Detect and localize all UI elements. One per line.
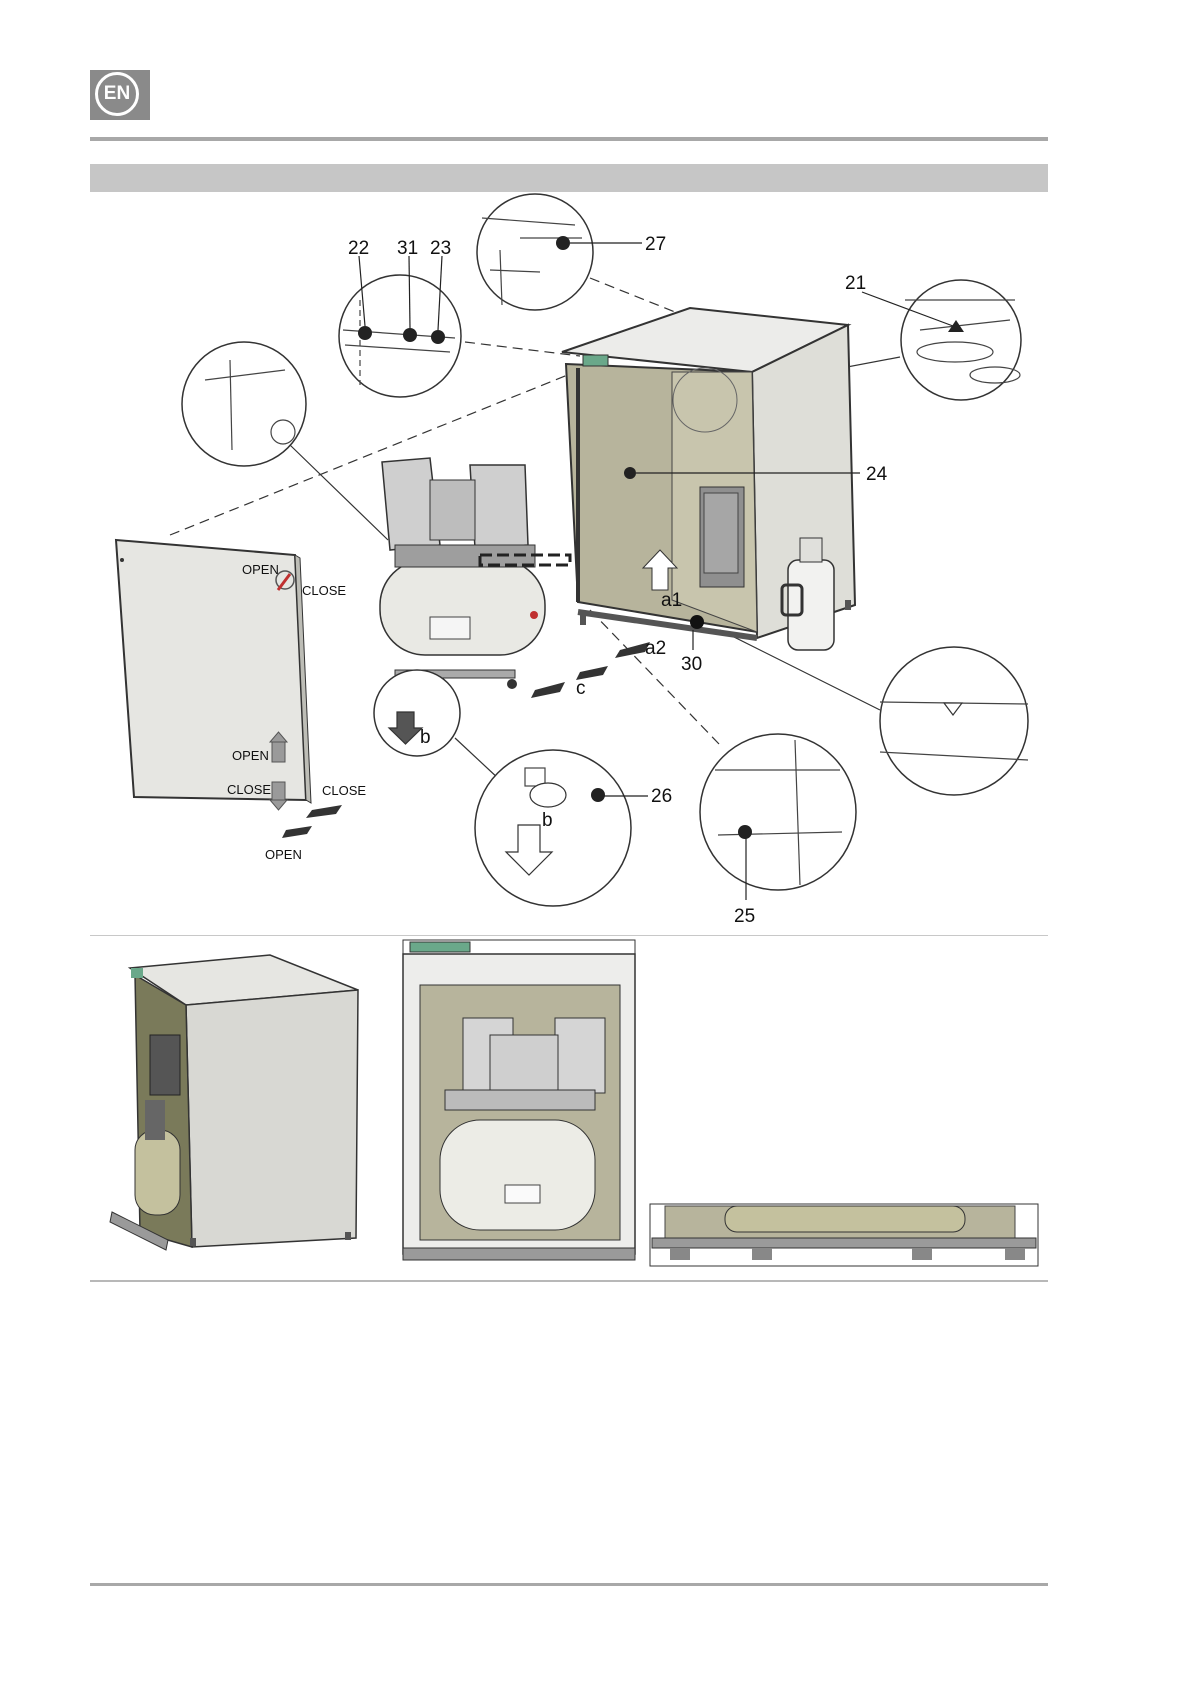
latch-tab-open [282, 826, 312, 838]
detail-circle-26 [475, 750, 631, 906]
leader-26 [455, 738, 500, 780]
callout-21: 21 [845, 273, 866, 294]
main-illustration: 22 31 23 27 21 24 30 26 25 a1 a2 c b b O… [0, 0, 1192, 935]
callout-31: 31 [397, 238, 418, 259]
control-strip [583, 355, 608, 366]
detail-circle-b-small [374, 670, 460, 756]
footer-rule [90, 1583, 1048, 1586]
leader-22-23 [465, 342, 580, 356]
callout-27: 27 [645, 234, 666, 255]
leader-detail-valve [290, 445, 388, 540]
air-tank [380, 560, 545, 655]
motor [430, 480, 475, 540]
figure-separator-bottom [90, 1280, 1048, 1282]
label-close-mid: CLOSE [227, 782, 271, 797]
leader-27 [590, 278, 690, 318]
callout-26: 26 [651, 786, 672, 807]
detail-circle-25 [700, 734, 856, 890]
arrow-up-icon [272, 740, 285, 762]
part-26-marker [591, 788, 605, 802]
label-open-bottom: OPEN [265, 847, 302, 862]
label-close-top: CLOSE [302, 583, 346, 598]
arrow-down-icon [272, 782, 285, 802]
callout-a2: a2 [645, 638, 666, 659]
latch-tab-close [306, 805, 342, 818]
callout-22: 22 [348, 238, 369, 259]
label-close-bottom: CLOSE [322, 783, 366, 798]
cabinet-bottom-detail [650, 1204, 1038, 1266]
part-31-marker [403, 328, 417, 342]
compressor [380, 458, 570, 689]
callout-23: 23 [430, 238, 451, 259]
part-22-marker [358, 326, 372, 340]
cabinet-side-view [110, 955, 358, 1250]
callout-c: c [576, 678, 586, 699]
callout-25: 25 [734, 906, 755, 927]
part-23-marker [431, 330, 445, 344]
detail-circle-21 [901, 280, 1021, 400]
detail-circle-27 [477, 194, 593, 310]
part-25-marker [738, 825, 752, 839]
callout-a1: a1 [661, 590, 682, 611]
detail-circle-notch [880, 647, 1028, 795]
part-27-marker [556, 236, 570, 250]
cabinet-front-view [403, 940, 635, 1260]
detail-circle-valve [182, 342, 306, 466]
figure-separator [90, 935, 1048, 936]
callout-b-large: b [542, 810, 553, 831]
part-24-marker [624, 467, 636, 479]
callout-24: 24 [866, 464, 888, 485]
label-open-top: OPEN [242, 562, 279, 577]
callout-30: 30 [681, 654, 702, 675]
callout-b-small: b [420, 727, 431, 748]
label-open-mid: OPEN [232, 748, 269, 763]
cylinder-head-right [470, 465, 528, 548]
part-30-marker [690, 615, 704, 629]
floor-arrow-c-left [531, 682, 565, 698]
